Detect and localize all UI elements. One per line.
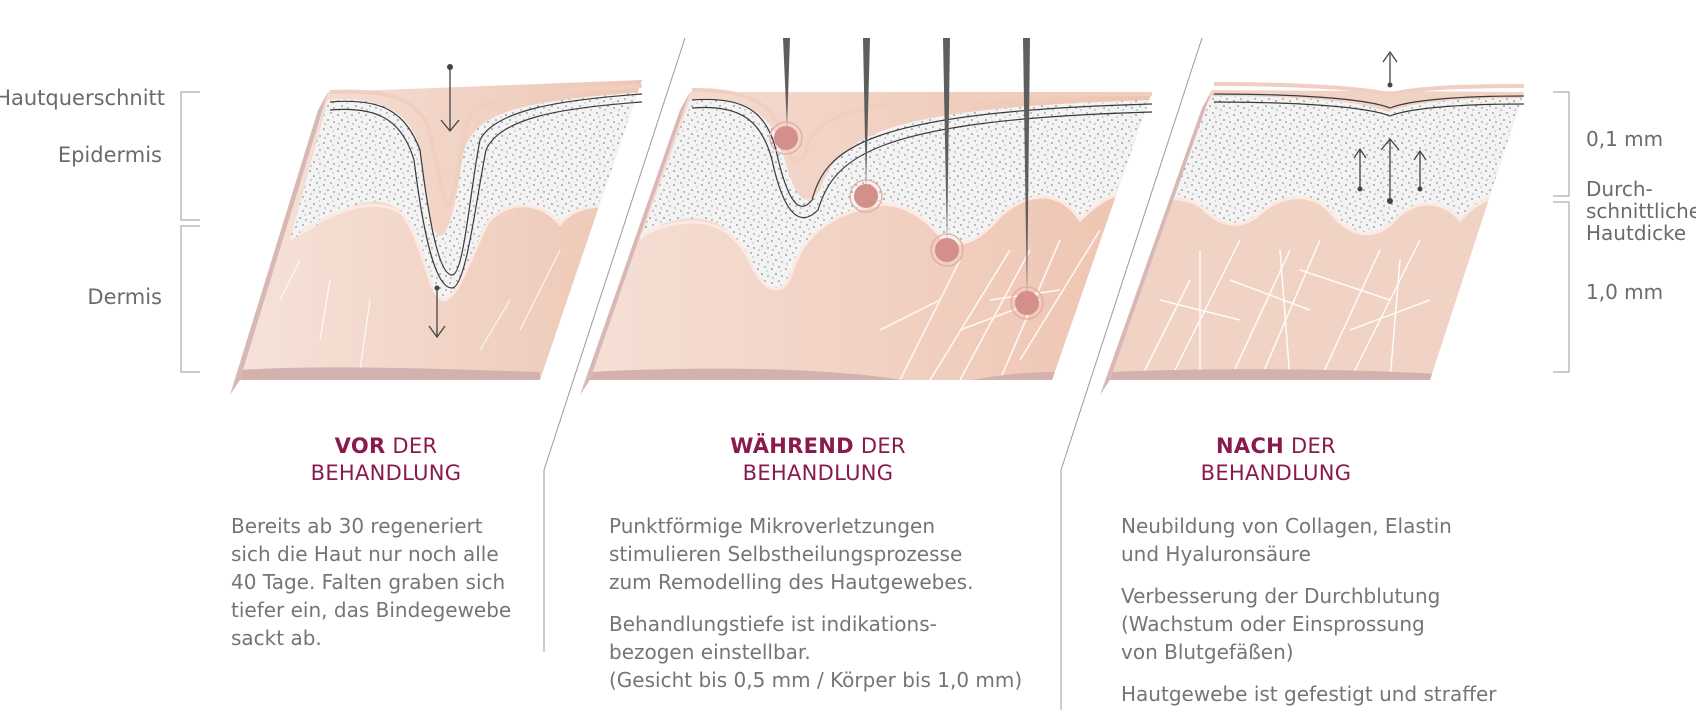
stage-title-line2: BEHANDLUNG (310, 461, 462, 485)
stage-title-line2: BEHANDLUNG (1200, 461, 1352, 485)
puncture-point (849, 179, 883, 213)
label-epidermis: Epidermis (57, 143, 162, 167)
puncture-point (930, 233, 964, 267)
stage-description-after: Neubildung von Collagen, Elastin und Hya… (1121, 512, 1541, 715)
needle-icon (1023, 38, 1030, 300)
needle-icon (943, 38, 950, 245)
stage-title-bold: VOR (334, 434, 386, 458)
panel-after (1100, 50, 1525, 395)
stage-title-bold: WÄHREND (730, 434, 854, 458)
dermis-bracket (180, 225, 200, 373)
stage-title-rest: DER (1284, 434, 1336, 458)
epidermis-bracket (180, 91, 200, 221)
description-paragraph: Hautgewebe ist gefestigt und straffer (1121, 682, 1497, 706)
puncture-point (769, 121, 803, 155)
stage-description-before: Bereits ab 30 regeneriert sich die Haut … (231, 512, 531, 666)
needle-icon (783, 38, 790, 128)
label-average-thickness: Durch- schnittliche Hautdicke (1586, 177, 1696, 245)
description-paragraph: Behandlungstiefe ist indikations- bezoge… (609, 612, 1023, 692)
stage-divider (1060, 37, 1203, 471)
label-cross-section: Hautquerschnitt (0, 86, 165, 110)
needle-icon (863, 38, 870, 190)
stage-title-rest: DER (385, 434, 438, 458)
dermis-thickness-bracket (1553, 201, 1570, 373)
epidermis-thickness-bracket (1553, 91, 1570, 197)
label-dermis: Dermis (87, 285, 162, 309)
stage-title-during: WÄHREND DER BEHANDLUNG (638, 433, 998, 487)
stage-title-bold: NACH (1216, 434, 1285, 458)
puncture-point (1010, 286, 1044, 320)
label-dermis-thickness: 1,0 mm (1586, 280, 1664, 304)
stage-description-during: Punktförmige Mikroverletzungen stimulier… (609, 512, 1039, 708)
stage-title-rest: DER (853, 434, 906, 458)
description-paragraph: Neubildung von Collagen, Elastin und Hya… (1121, 514, 1452, 566)
stage-divider (543, 37, 686, 471)
panel-during (580, 38, 1153, 395)
stage-title-before: VOR DER BEHANDLUNG (206, 433, 566, 487)
description-paragraph: Verbesserung der Durchblutung (Wachstum … (1121, 584, 1441, 664)
stage-title-line2: BEHANDLUNG (742, 461, 894, 485)
stage-title-after: NACH DER BEHANDLUNG (1096, 433, 1456, 487)
label-epidermis-thickness: 0,1 mm (1586, 127, 1664, 151)
description-paragraph: Bereits ab 30 regeneriert sich die Haut … (231, 514, 512, 650)
panel-before (230, 64, 643, 395)
description-paragraph: Punktförmige Mikroverletzungen stimulier… (609, 514, 974, 594)
